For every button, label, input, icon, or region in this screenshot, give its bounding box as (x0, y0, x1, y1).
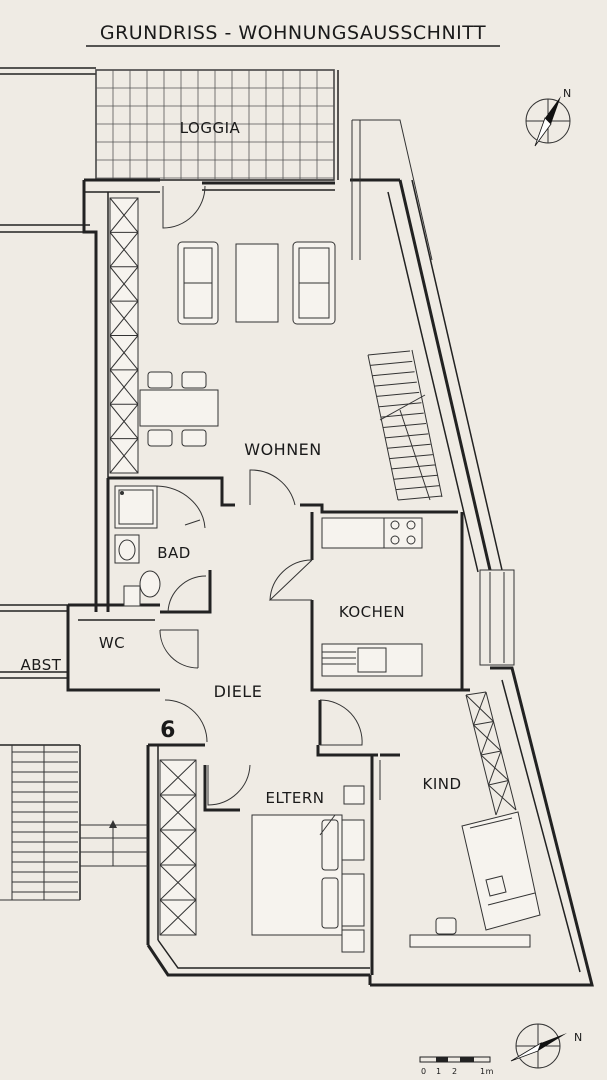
unit-number: 6 (160, 718, 176, 743)
plan-title: GRUNDRISS - WOHNUNGSAUSSCHNITT (100, 22, 486, 44)
coffee-table (235, 243, 279, 323)
room-label-loggia: LOGGIA (180, 119, 241, 137)
sofa-left (177, 241, 219, 325)
outer-walls (82, 119, 594, 987)
room-label-wohnen: WOHNEN (244, 440, 322, 459)
scale-label-1: 1 (436, 1067, 442, 1076)
stairwell (0, 744, 148, 901)
double-bed (251, 785, 365, 953)
internal-staircase (367, 349, 443, 501)
scale-label-0: 0 (421, 1067, 427, 1076)
room-label-bad: BAD (157, 544, 191, 562)
interior-walls (66, 476, 470, 975)
bathroom-fixtures (114, 485, 206, 607)
wardrobe-eltern (159, 759, 197, 936)
room-label-kind: KIND (422, 775, 461, 793)
scale-label-1m: 1m (480, 1067, 494, 1076)
room-label-abst: ABST (21, 656, 62, 674)
compass-north-label: N (563, 87, 572, 100)
wardrobe-wohnen (109, 197, 139, 474)
sofa-right (292, 241, 336, 325)
dining-table (139, 371, 219, 447)
north-compass-bottom: N (510, 1023, 583, 1069)
door-loggia (162, 185, 206, 229)
neighbor-walls (0, 67, 96, 679)
kitchen-fixtures (321, 517, 423, 677)
desk-kind (409, 917, 531, 948)
wardrobe-kind (465, 691, 517, 816)
loggia-area: LOGGIA (95, 69, 339, 181)
scale-label-2: 2 (452, 1067, 458, 1076)
scale-bar: 0 1 2 1m (419, 1056, 494, 1076)
room-label-eltern: ELTERN (265, 789, 324, 807)
single-bed (461, 811, 541, 931)
doors (159, 469, 363, 806)
compass-north-label-bottom: N (574, 1031, 583, 1044)
room-label-wc: WC (99, 634, 125, 652)
room-label-kochen: KOCHEN (339, 603, 405, 621)
room-label-diele: DIELE (214, 682, 263, 701)
north-compass-top: N (525, 87, 572, 147)
